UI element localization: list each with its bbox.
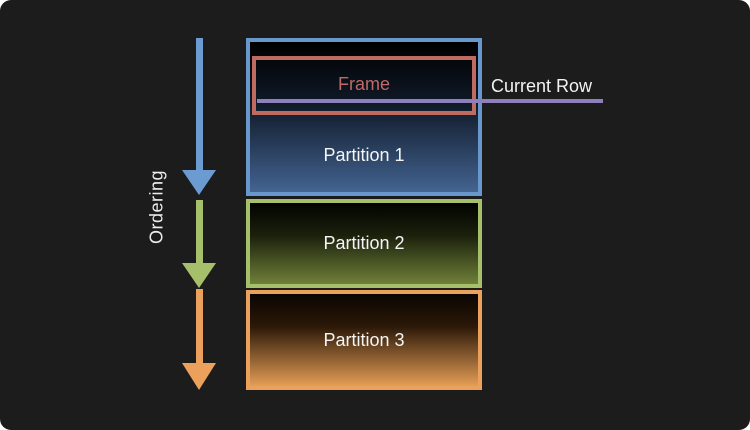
ordering-axis-label: Ordering xyxy=(146,169,167,245)
partition-1-box: Partition 1 xyxy=(246,38,482,196)
partition-3-label: Partition 3 xyxy=(323,329,405,350)
partition-2-box: Partition 2 xyxy=(246,199,482,288)
current-row-label: Current Row xyxy=(491,76,593,96)
ordering-arrow-orange-head-icon xyxy=(182,363,216,390)
partition-2-label: Partition 2 xyxy=(323,233,405,253)
ordering-arrow-green-shaft xyxy=(196,200,203,264)
frame-label: Frame xyxy=(337,74,390,94)
current-row-line xyxy=(257,99,603,103)
ordering-arrow-orange-shaft xyxy=(196,289,203,364)
partition-1-label: Partition 1 xyxy=(323,145,405,165)
ordering-arrow-blue-head-icon xyxy=(182,170,216,195)
ordering-arrow-blue-shaft xyxy=(196,38,203,171)
ordering-arrow-green-head-icon xyxy=(182,263,216,288)
frame-box: Frame xyxy=(252,56,476,115)
partition-3-box: Partition 3 xyxy=(246,290,482,390)
